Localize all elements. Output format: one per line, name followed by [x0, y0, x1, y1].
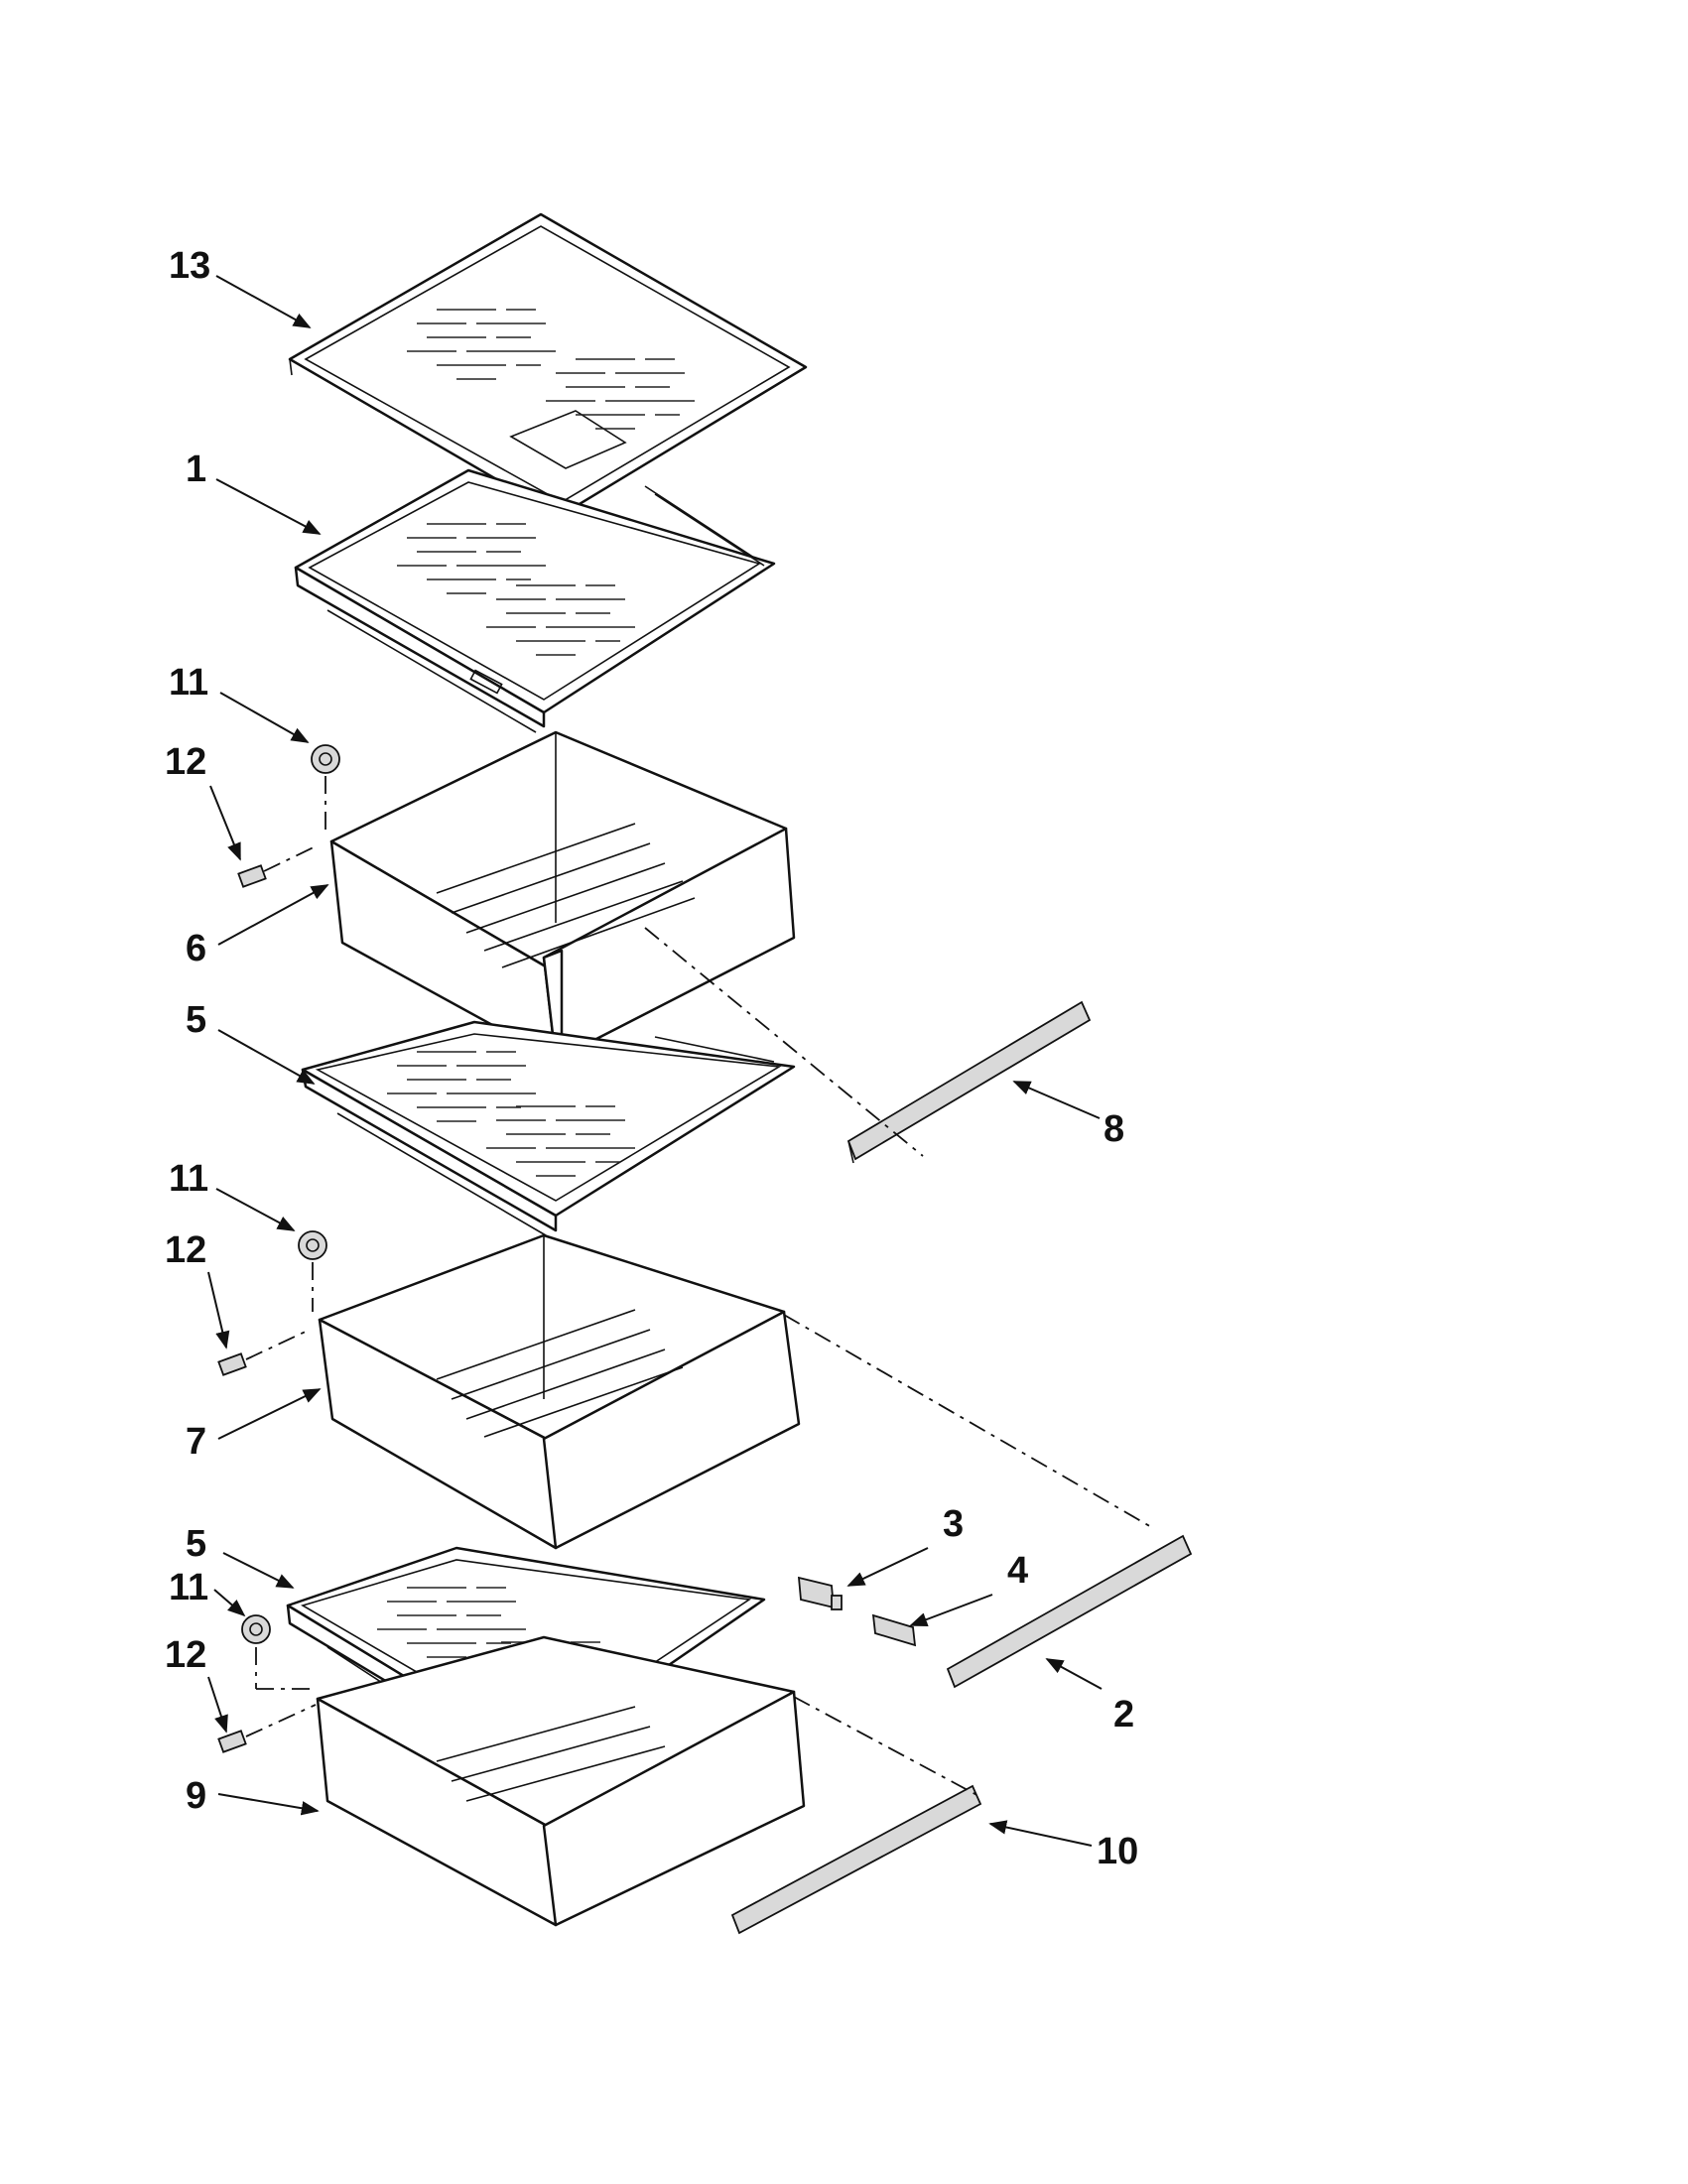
callout-2: 2: [1113, 1694, 1134, 1735]
part-11-roller-b: [298, 1230, 327, 1260]
part-4-bracket: [871, 1613, 917, 1647]
callout-8: 8: [1104, 1108, 1124, 1150]
part-12-screw-c: [217, 1730, 247, 1753]
part-12-screw-a: [237, 864, 267, 888]
part-7-pan-drawer: [318, 1233, 801, 1550]
callout-9: 9: [186, 1775, 206, 1817]
part-10-rail: [730, 1784, 982, 1935]
callout-10: 10: [1097, 1831, 1138, 1872]
callout-5: 5: [186, 999, 206, 1041]
assembly-lines: [245, 776, 1154, 1799]
leader-arrows: [207, 275, 1103, 1847]
part-2-rail: [946, 1534, 1193, 1689]
callout-3: 3: [943, 1503, 964, 1545]
part-8-rail: [846, 1000, 1092, 1164]
callout-11: 11: [169, 1158, 208, 1200]
part-1-crisper-cover: [294, 468, 776, 733]
part-11-roller-c: [241, 1614, 271, 1644]
callout-labels: 13 1 11 12 6 5 8 11 12 7 5 11 12 3 4 2 9…: [165, 245, 1138, 1872]
part-5-crisper-cover-upper: [301, 1020, 796, 1236]
part-12-screw-b: [217, 1352, 247, 1376]
part-6-crisper-drawer: [329, 730, 796, 1066]
callout-7: 7: [186, 1421, 206, 1463]
callout-5: 5: [186, 1523, 206, 1565]
part-13-glass-shelf: [288, 212, 808, 525]
callout-1: 1: [186, 449, 206, 490]
callout-11: 11: [169, 662, 208, 704]
callout-12: 12: [165, 1634, 206, 1676]
part-9-deli-drawer: [316, 1635, 806, 1927]
callout-6: 6: [186, 928, 206, 969]
callout-13: 13: [169, 245, 210, 287]
callout-12: 12: [165, 1229, 206, 1271]
callout-12: 12: [165, 741, 206, 783]
part-3-bracket: [797, 1576, 843, 1610]
part-11-roller-a: [311, 744, 340, 774]
callout-4: 4: [1007, 1550, 1028, 1592]
callout-11: 11: [169, 1567, 208, 1608]
